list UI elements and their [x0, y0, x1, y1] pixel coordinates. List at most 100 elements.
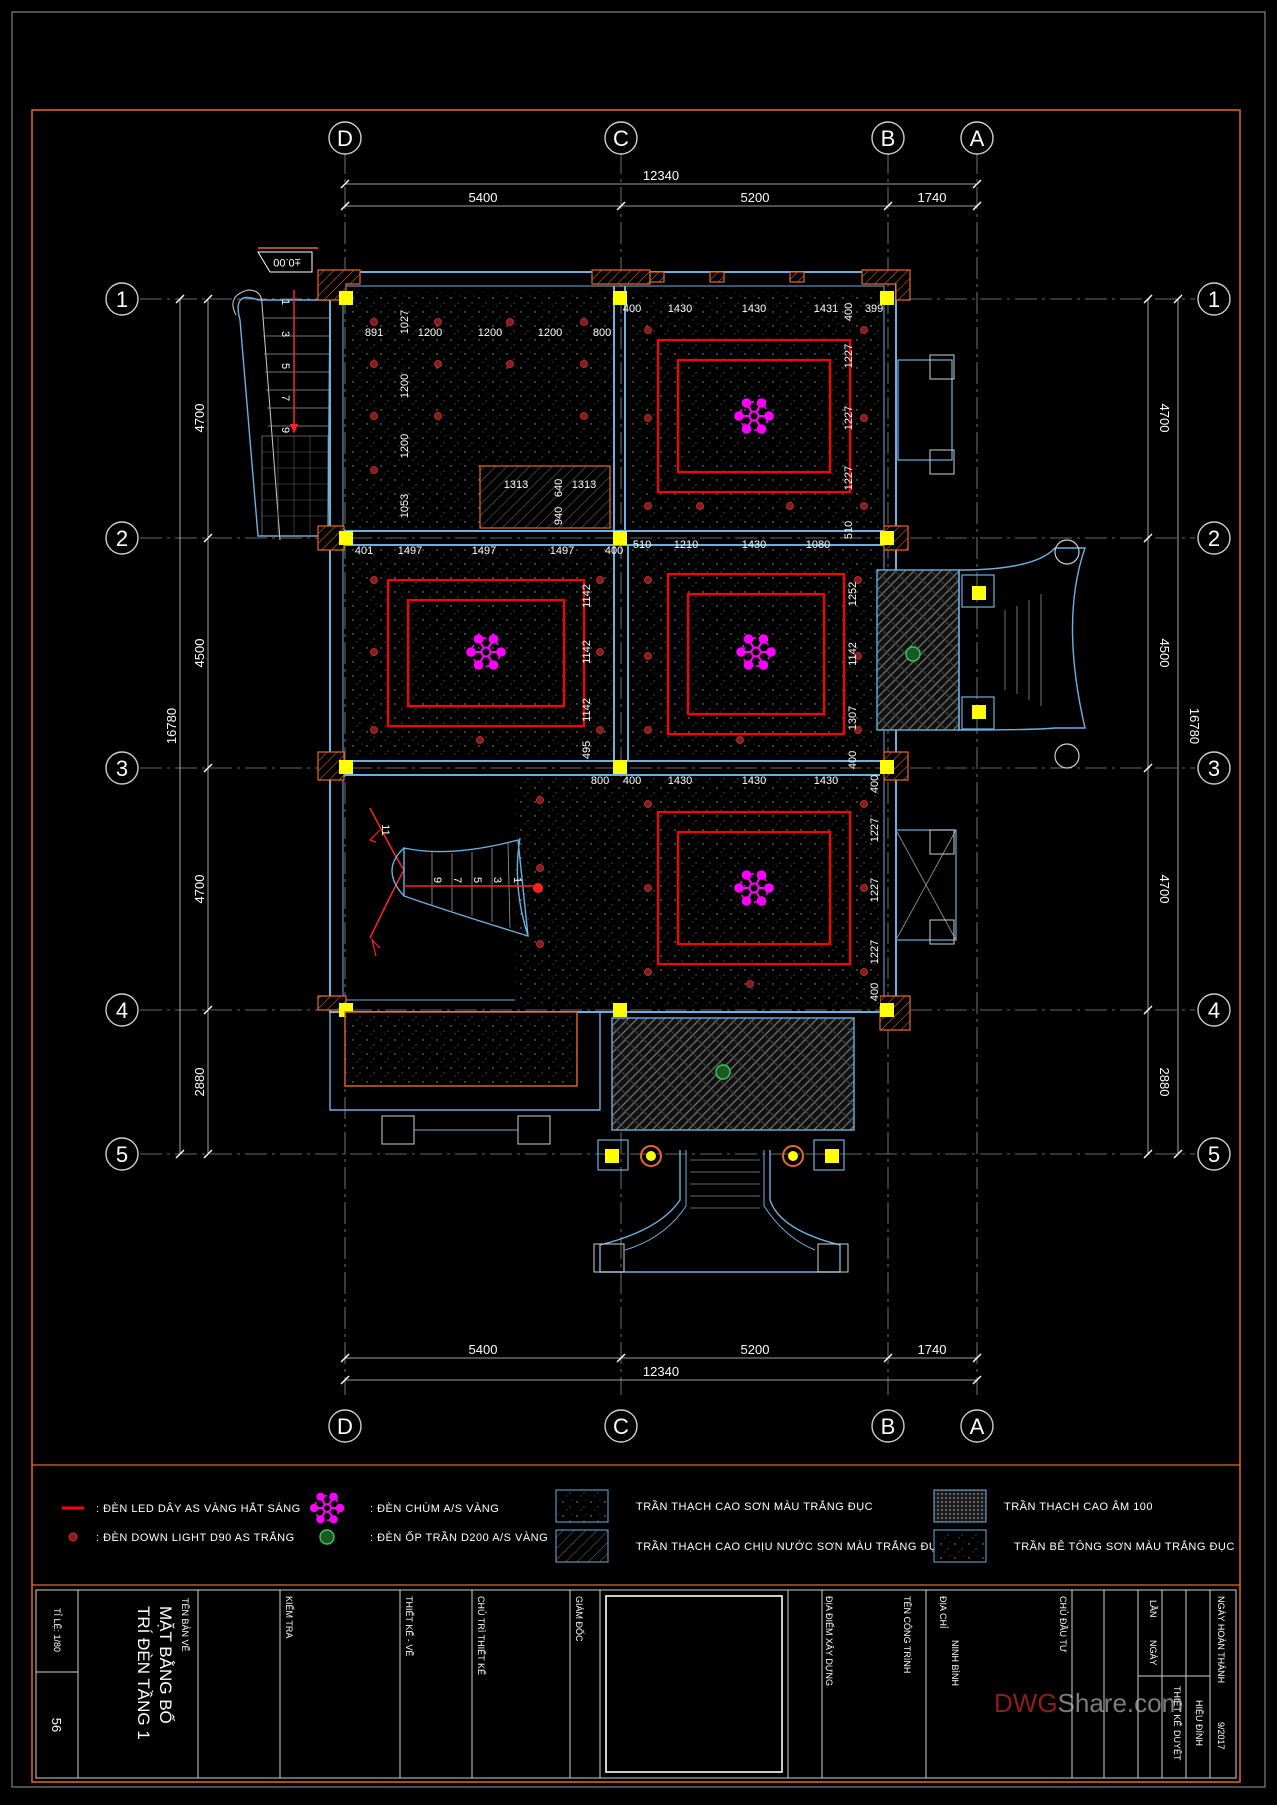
dim-sm-3: 1313 — [572, 479, 596, 491]
legend-chandelier-text: : ĐÈN CHÙM A/S VÀNG — [370, 1502, 499, 1515]
dimension-ticks — [175, 179, 1183, 1385]
wall-ornaments — [317, 269, 911, 1031]
dim-row-4-5-right: 2880 — [1157, 1068, 1172, 1097]
tb-date-label: NGÀY HOÀN THÀNH — [1216, 1596, 1226, 1683]
downlight-20 — [786, 502, 794, 510]
downlight-15 — [644, 502, 652, 510]
downlight-4 — [580, 318, 588, 326]
dimension-lines — [179, 183, 1179, 1381]
chandelier-4 — [734, 870, 774, 906]
dim-tl-1: 891 — [365, 327, 383, 339]
tb-director-label: GIÁM ĐỐC — [574, 1596, 585, 1642]
downlight-8 — [580, 360, 588, 368]
grid-bubble-label: 5 — [116, 1142, 128, 1167]
dim-r2l-2: 1497 — [398, 545, 422, 557]
tb-rev-col-2: NGÀY — [1148, 1640, 1158, 1666]
stair-step-bottom-7: 7 — [451, 877, 463, 883]
dim-r2r-8: 1307 — [847, 706, 859, 730]
stair-step-top-5: 5 — [279, 363, 291, 369]
dim-tl-3: 1200 — [418, 327, 442, 339]
legend-chandelier-icon — [309, 1492, 345, 1524]
downlight-2 — [434, 318, 442, 326]
tb-revision-label: HIỆU ĐÍNH — [1194, 1700, 1204, 1746]
tb-date-value: 9/2017 — [1216, 1722, 1226, 1750]
room-fills — [350, 292, 880, 1006]
column-1 — [339, 291, 353, 305]
legend: : ĐÈN LED DÂY AS VÀNG HẮT SÁNG : ĐÈN DOW… — [62, 1489, 1235, 1563]
downlight-23 — [370, 726, 378, 734]
dim-row-3-4-left: 4700 — [192, 875, 207, 904]
legend-ceiling-recessed-text: TRẦN THẠCH CAO ÂM 100 — [1004, 1500, 1153, 1513]
downlight-40 — [644, 968, 652, 976]
downlight-42 — [860, 884, 868, 892]
grid-bubble-row-5-left: 5 — [105, 1137, 139, 1171]
dim-overall-height-right: 16780 — [1187, 708, 1202, 744]
dim-r3-8: 1227 — [869, 878, 881, 902]
grid-bubble-row-4-right: 4 — [1197, 993, 1231, 1027]
downlight-26 — [596, 726, 604, 734]
dim-tr-2: 1430 — [668, 303, 692, 315]
column-7 — [339, 760, 353, 774]
tb-designer-label: THIẾT KẾ - VẼ — [404, 1596, 414, 1656]
legend-downlight-swatch — [68, 1532, 78, 1542]
downlight-12 — [370, 466, 378, 474]
column-14 — [972, 705, 986, 719]
grid-bubble-row-2-left: 2 — [105, 521, 139, 555]
downlight-17 — [860, 414, 868, 422]
dim-r3-9: 1227 — [869, 940, 881, 964]
legend-lamp-swatch — [319, 1529, 335, 1545]
entrance-bottom — [329, 1011, 855, 1273]
grid-bubble-row-5-right: 5 — [1197, 1137, 1231, 1171]
dim-tl-4: 1200 — [478, 327, 502, 339]
column-6 — [880, 531, 894, 545]
grid-bubble-row-4-left: 4 — [105, 993, 139, 1027]
downlight-31 — [854, 576, 862, 584]
dim-tr-4: 1431 — [814, 303, 838, 315]
dim-r2r-1: 510 — [633, 539, 651, 551]
downlight-1 — [370, 318, 378, 326]
column-4 — [339, 531, 353, 545]
tb-site-label: ĐỊA ĐIỂM XÂY DỰNG — [824, 1596, 835, 1686]
column-3 — [880, 291, 894, 305]
tb-address-value: NINH BÌNH — [950, 1640, 960, 1686]
tb-rev-col-3: THIẾT KẾ — [1172, 1686, 1182, 1726]
dim-row-3-4-right: 4700 — [1157, 875, 1172, 904]
led-frame-5 — [666, 572, 846, 736]
led-frame-6 — [686, 592, 826, 716]
led-frame-8 — [676, 830, 832, 946]
chandelier-1 — [734, 398, 774, 434]
grid-bubble-label: B — [881, 1414, 896, 1439]
dim-r3-6: 400 — [869, 775, 881, 793]
downlight-11 — [580, 412, 588, 420]
column-16 — [825, 1149, 839, 1163]
legend-ceiling-concrete-text: TRẦN BÊ TÔNG SƠN MÀU TRẮNG ĐỤC — [1014, 1540, 1235, 1553]
dim-r2r-9: 400 — [847, 751, 859, 769]
grid-bubble-label: 3 — [116, 756, 128, 781]
dim-row-4-5-left: 2880 — [192, 1068, 207, 1097]
tb-lead-designer-label: CHỦ TRÌ THIẾT KẾ — [476, 1596, 487, 1675]
downlight-43 — [860, 968, 868, 976]
tb-address-label: ĐỊA CHỈ — [938, 1596, 949, 1629]
grid-bubble-col-a-bottom: A — [960, 1409, 994, 1443]
led-frame-3 — [386, 578, 586, 728]
downlight-9 — [370, 412, 378, 420]
dim-row-1-2-left: 4700 — [192, 404, 207, 433]
watermark-part1: DWG — [994, 1688, 1058, 1718]
dim-r2r-4: 1080 — [806, 539, 830, 551]
legend-ceiling-concrete-swatch — [933, 1529, 987, 1563]
dim-tl-9: 1053 — [399, 494, 411, 518]
dim-r3-1: 800 — [591, 775, 609, 787]
dim-r2r-6: 1252 — [847, 582, 859, 606]
grid-bubble-col-c-top: C — [604, 121, 638, 155]
dim-r2r-2: 1210 — [674, 539, 698, 551]
dim-r2l-5: 400 — [605, 545, 623, 557]
column-12 — [880, 1003, 894, 1017]
grid-bubble-label: C — [613, 1414, 629, 1439]
legend-downlight-text: : ĐÈN DOWN LIGHT D90 AS TRẮNG — [96, 1531, 295, 1544]
grid-bubble-label: B — [881, 126, 896, 151]
column-15 — [605, 1149, 619, 1163]
dim-r3-2: 400 — [623, 775, 641, 787]
stair-step-bottom-1: 1 — [511, 877, 523, 883]
dim-r3-4: 1430 — [742, 775, 766, 787]
downlight-25 — [596, 648, 604, 656]
